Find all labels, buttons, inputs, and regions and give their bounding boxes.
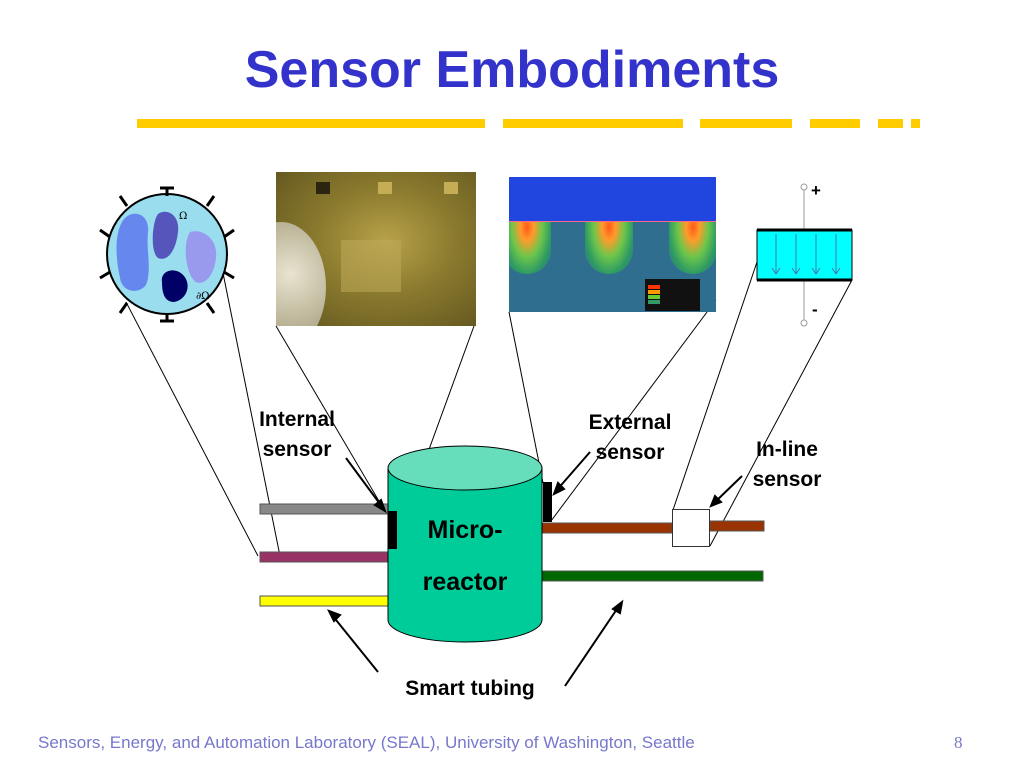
- smart-tubing-label: Smart tubing: [405, 677, 535, 700]
- title-underline-dash: [503, 119, 683, 128]
- internal-sensor-label: Internal sensor: [232, 405, 362, 465]
- reactor-label-line2: reactor: [422, 568, 508, 596]
- label-line: In-line: [756, 438, 818, 461]
- tomography-region: [152, 211, 179, 259]
- label-line: sensor: [262, 438, 332, 461]
- electrode-diagram: [756, 183, 853, 327]
- inline-sensor-box: [672, 509, 710, 547]
- external-sensor-label: External sensor: [565, 408, 695, 468]
- internal-sensor-strip: [388, 511, 397, 549]
- title-underline-dash: [911, 119, 920, 128]
- tomography-diagram: [99, 186, 235, 323]
- title-underline-dash: [137, 119, 485, 128]
- label-line: Internal: [259, 408, 335, 431]
- label-line: sensor: [752, 468, 822, 491]
- field-simulation-image: [509, 177, 716, 312]
- smart-tubing-arrow: [564, 605, 620, 687]
- tube-yellow: [259, 595, 391, 607]
- plus-terminal: +: [811, 181, 821, 200]
- external-sensor-arrow: [555, 451, 591, 492]
- tomography-region: [185, 231, 217, 283]
- tube-magenta: [259, 551, 391, 563]
- inline-sensor-label: In-line sensor: [722, 435, 852, 495]
- reactor-label-line1: Micro-: [427, 516, 503, 544]
- external-sensor-strip: [543, 482, 552, 522]
- sensor-photo: [276, 172, 476, 326]
- label-line: External: [588, 411, 672, 434]
- tube-brown: [539, 522, 673, 534]
- leader-line: [508, 311, 544, 484]
- tube-green: [539, 570, 764, 582]
- leader-line: [275, 325, 387, 514]
- boundary-symbol: ∂Ω: [196, 291, 209, 302]
- leader-line: [672, 261, 758, 511]
- title-underline-dash: [878, 119, 903, 128]
- leader-line: [125, 301, 259, 557]
- simulation-legend: [645, 279, 700, 311]
- omega-symbol: Ω: [179, 211, 187, 222]
- footer-lab-name: Sensors, Energy, and Automation Laborato…: [38, 733, 695, 752]
- smart-tubing-arrow: [331, 614, 379, 673]
- label-line: sensor: [595, 441, 665, 464]
- micro-reactor: [387, 445, 543, 643]
- title-underline-dash: [700, 119, 792, 128]
- tomography-region: [116, 213, 149, 291]
- leader-line: [709, 279, 853, 547]
- page-number: 8: [954, 733, 963, 752]
- title-underline-dash: [810, 119, 860, 128]
- minus-terminal: -: [812, 300, 818, 319]
- slide-title: Sensor Embodiments: [244, 41, 780, 99]
- internal-sensor-arrow: [345, 457, 384, 509]
- tube-brown: [709, 520, 765, 532]
- tomography-region: [161, 270, 188, 302]
- tube-gray: [259, 503, 391, 515]
- leader-line: [550, 299, 717, 522]
